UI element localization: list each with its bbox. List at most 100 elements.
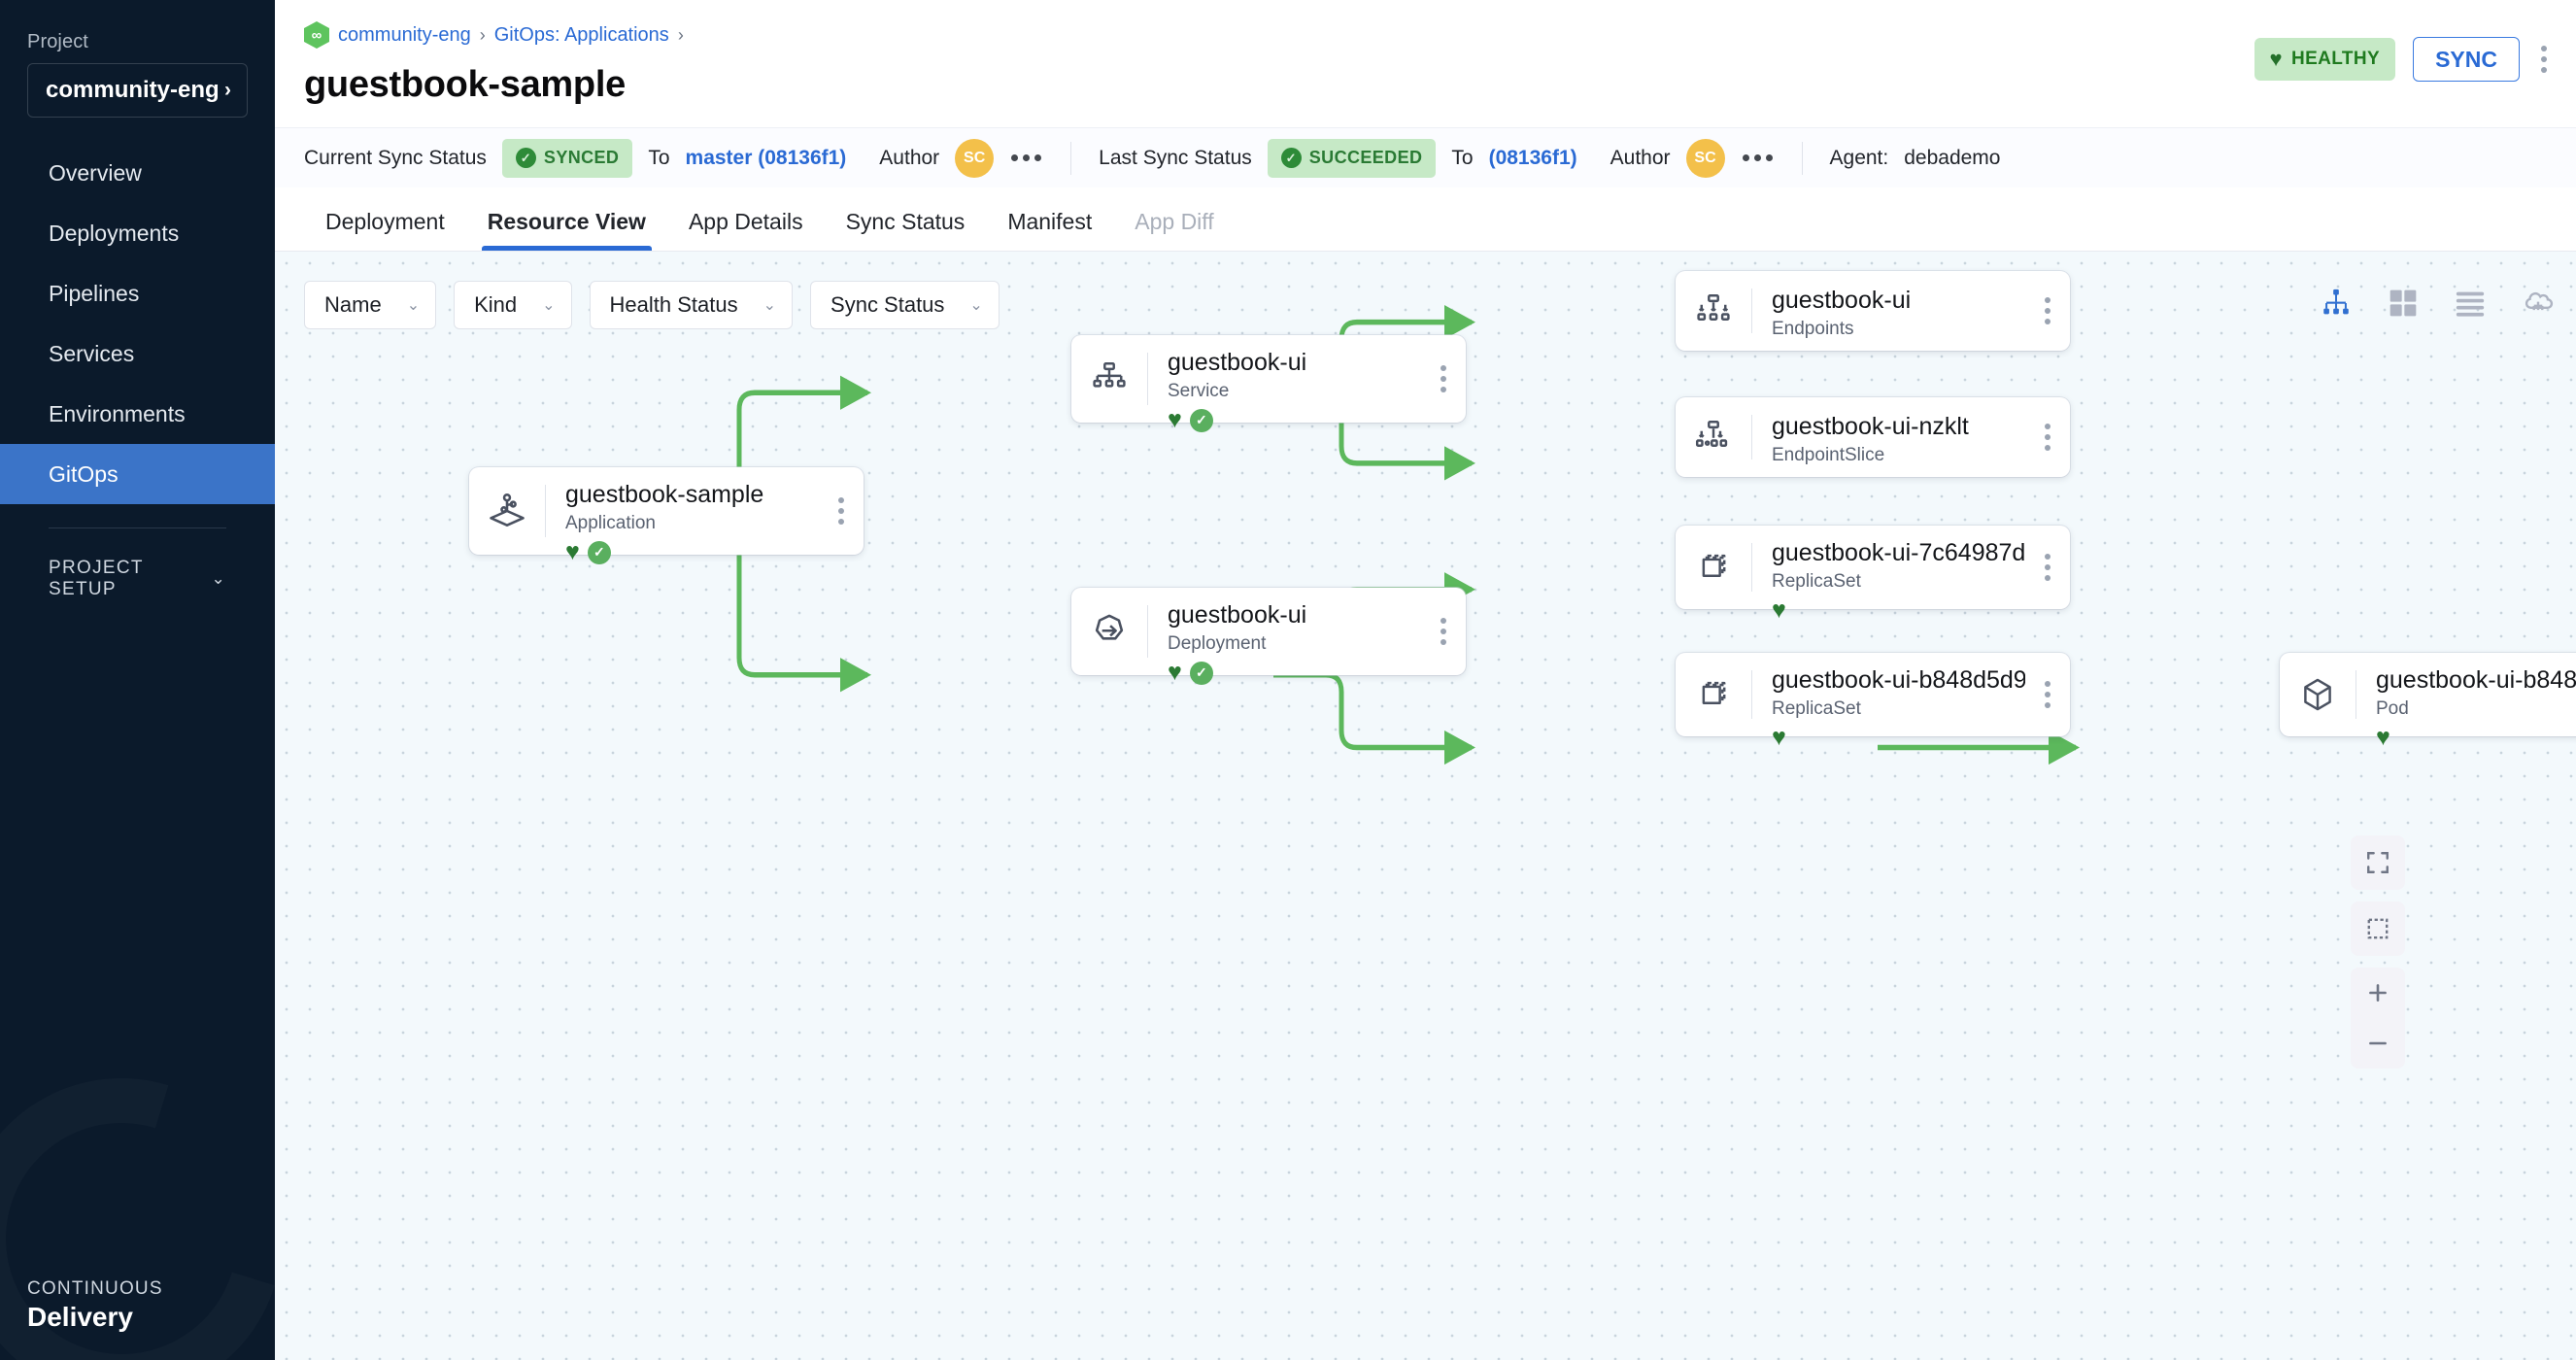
graph-nodes: guestbook-sample Application ♥ ✓: [275, 252, 2576, 1360]
node-body: guestbook-ui-b848d5d9... Pod ♥: [2356, 653, 2576, 750]
node-divider: [1147, 605, 1148, 658]
node-body: guestbook-ui-7c64987dc9 ReplicaSet ♥: [1752, 526, 2025, 623]
node-badges: ♥ ✓: [1168, 661, 1421, 685]
breadcrumb-link-project[interactable]: community-eng: [338, 23, 471, 46]
health-status-label: HEALTHY: [2290, 49, 2381, 69]
sidebar-item-deployments[interactable]: Deployments: [0, 203, 275, 263]
node-body: guestbook-ui Deployment ♥ ✓: [1148, 588, 1421, 685]
graph-node-replicaset-7c64987dc9[interactable]: guestbook-ui-7c64987dc9 ReplicaSet ♥: [1676, 526, 2070, 623]
node-name: guestbook-ui: [1772, 287, 1912, 314]
replicaset-icon: [1676, 653, 1751, 736]
last-sync-status-badge[interactable]: ✓ SUCCEEDED: [1267, 138, 1437, 178]
filter-health-status[interactable]: Health Status ⌄: [589, 281, 794, 329]
node-body: guestbook-ui-nzklt EndpointSlice: [1752, 397, 2025, 477]
last-author-avatar[interactable]: SC: [1685, 138, 1725, 178]
product-logo-line1: CONTINUOUS: [27, 1278, 163, 1299]
chevron-down-icon: ⌄: [542, 297, 556, 314]
node-body: guestbook-ui Endpoints: [1752, 271, 2025, 351]
endpointslice-icon: [1676, 397, 1751, 477]
node-more-menu-icon[interactable]: [2025, 526, 2070, 609]
node-body: guestbook-ui Service ♥ ✓: [1148, 335, 1421, 432]
filter-kind[interactable]: Kind ⌄: [454, 281, 572, 329]
sidebar-item-services[interactable]: Services: [0, 323, 275, 384]
node-divider: [1751, 543, 1752, 592]
last-sync-status-label: Last Sync Status: [1099, 146, 1252, 169]
chevron-down-icon: ⌄: [763, 297, 777, 314]
tab-app-diff: App Diff: [1135, 209, 1214, 234]
node-more-menu-icon[interactable]: [2025, 653, 2070, 736]
header-more-menu-icon[interactable]: [2537, 42, 2551, 77]
graph-node-service[interactable]: guestbook-ui Service ♥ ✓: [1071, 335, 1466, 432]
node-name: guestbook-ui-b848d5d9d: [1772, 666, 2025, 694]
agent-label: Agent:: [1829, 146, 1889, 169]
tab-manifest[interactable]: Manifest: [1007, 209, 1093, 234]
zoom-in-button[interactable]: [2351, 968, 2405, 1018]
node-kind: Application: [565, 513, 656, 533]
service-icon: [1071, 335, 1147, 423]
harness-logo-icon: ∞: [304, 21, 329, 49]
current-revision-link[interactable]: master (08136f1): [685, 146, 847, 169]
status-divider: [1801, 141, 1803, 175]
sidebar-item-environments[interactable]: Environments: [0, 384, 275, 444]
node-name: guestbook-ui-b848d5d9...: [2376, 666, 2576, 694]
filter-name-label: Name: [324, 292, 382, 317]
deployment-icon: [1071, 588, 1147, 675]
network-view-icon[interactable]: [2522, 287, 2555, 320]
sync-status-bar: Current Sync Status ✓ SYNCED To master (…: [275, 127, 2576, 187]
tab-sync-status[interactable]: Sync Status: [845, 209, 966, 234]
current-sync-status-badge[interactable]: ✓ SYNCED: [501, 138, 633, 178]
current-sync-more-icon[interactable]: [1009, 149, 1043, 167]
node-badges: ♥: [1772, 726, 2025, 750]
filter-sync-status[interactable]: Sync Status ⌄: [810, 281, 1000, 329]
project-setup-toggle[interactable]: PROJECT SETUP ⌄: [0, 528, 275, 600]
graph-node-replicaset-b848d5d9d[interactable]: guestbook-ui-b848d5d9d ReplicaSet ♥: [1676, 653, 2070, 750]
selection-box-button[interactable]: [2351, 901, 2405, 956]
current-author-avatar[interactable]: SC: [955, 138, 995, 178]
graph-node-application[interactable]: guestbook-sample Application ♥ ✓: [469, 467, 864, 564]
project-selector[interactable]: community-eng ›: [27, 63, 248, 118]
node-more-menu-icon[interactable]: [2025, 397, 2070, 477]
node-name: guestbook-ui-nzklt: [1772, 413, 1969, 440]
fit-to-screen-button[interactable]: [2351, 835, 2405, 890]
health-heart-icon: ♥: [1168, 406, 1182, 433]
node-more-menu-icon[interactable]: [2025, 271, 2070, 351]
pod-icon: [2280, 653, 2356, 736]
filter-name[interactable]: Name ⌄: [304, 281, 437, 329]
node-more-menu-icon[interactable]: [819, 467, 864, 555]
grid-view-icon[interactable]: [2388, 288, 2419, 319]
health-status-badge[interactable]: ♥ HEALTHY: [2254, 38, 2396, 81]
tab-resource-view[interactable]: Resource View: [466, 209, 667, 251]
node-divider: [545, 485, 546, 537]
tree-view-icon[interactable]: [2320, 287, 2353, 320]
tab-app-details[interactable]: App Details: [688, 209, 803, 234]
product-logo: CONTINUOUS Delivery: [27, 1278, 163, 1333]
canvas-zoom-controls: [2351, 835, 2405, 1069]
graph-node-pod[interactable]: guestbook-ui-b848d5d9... Pod ♥: [2280, 653, 2576, 750]
last-sync-more-icon[interactable]: [1741, 149, 1775, 167]
zoom-out-button[interactable]: [2351, 1018, 2405, 1069]
endpoints-icon: [1676, 271, 1751, 351]
resource-graph-canvas[interactable]: Name ⌄ Kind ⌄ Health Status ⌄ Sync Statu…: [275, 252, 2576, 1360]
sidebar-item-overview[interactable]: Overview: [0, 143, 275, 203]
sidebar-item-pipelines[interactable]: Pipelines: [0, 263, 275, 323]
node-badges: ♥: [2376, 726, 2576, 750]
sidebar-item-gitops[interactable]: GitOps: [0, 444, 275, 504]
list-view-icon[interactable]: [2454, 287, 2487, 320]
health-heart-icon: ♥: [1168, 659, 1182, 686]
status-divider: [1070, 141, 1072, 175]
last-revision-link[interactable]: (08136f1): [1488, 146, 1577, 169]
sync-button[interactable]: SYNC: [2413, 37, 2520, 82]
graph-node-endpoints[interactable]: guestbook-ui Endpoints: [1676, 271, 2070, 351]
health-heart-icon: ♥: [565, 538, 580, 565]
page-header: ∞ community-eng › GitOps: Applications ›…: [275, 0, 2576, 106]
check-circle-icon: ✓: [515, 148, 536, 168]
graph-node-deployment[interactable]: guestbook-ui Deployment ♥ ✓: [1071, 588, 1466, 685]
breadcrumb-link-gitops-applications[interactable]: GitOps: Applications: [493, 23, 669, 46]
node-kind: Pod: [2376, 698, 2409, 719]
node-more-menu-icon[interactable]: [1421, 335, 1466, 423]
node-more-menu-icon[interactable]: [1421, 588, 1466, 675]
tab-deployment[interactable]: Deployment: [325, 209, 445, 234]
graph-node-endpointslice[interactable]: guestbook-ui-nzklt EndpointSlice: [1676, 397, 2070, 477]
filter-kind-label: Kind: [474, 292, 518, 317]
